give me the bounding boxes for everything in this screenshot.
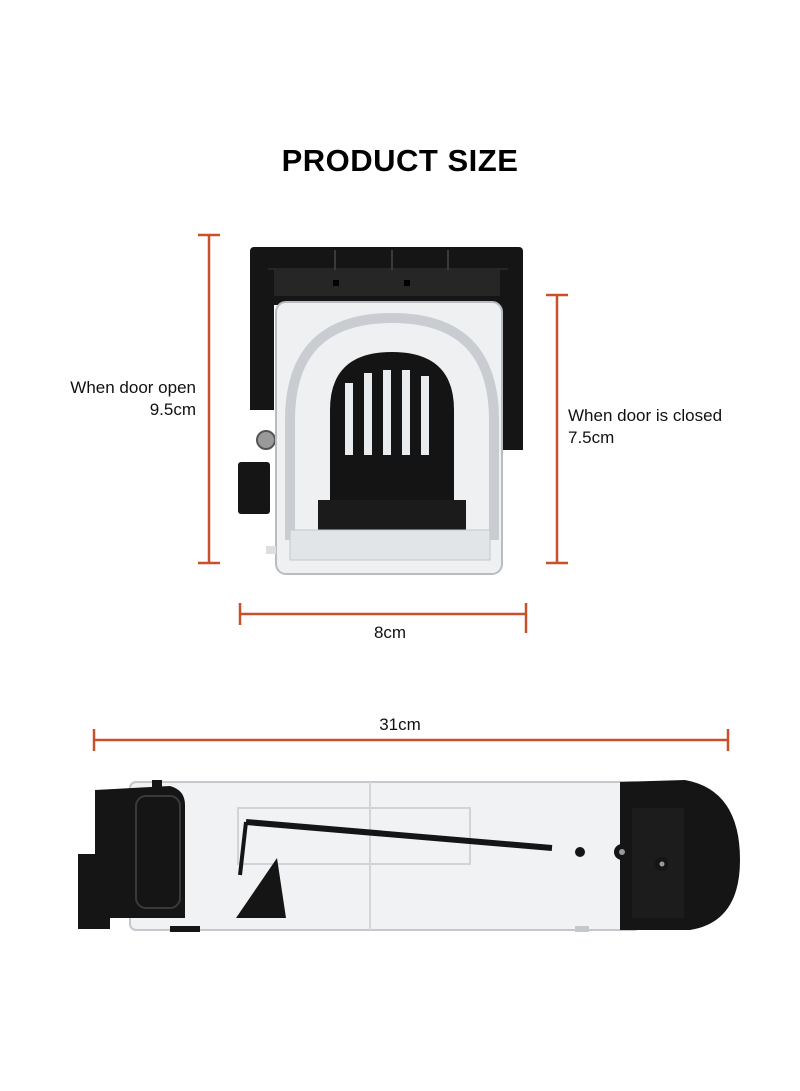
trap-front-view [238, 247, 523, 575]
door-closed-height-label: When door is closed 7.5cm [568, 405, 722, 449]
door-open-dimension-line [198, 233, 220, 565]
width-value-label: 8cm [373, 623, 407, 642]
door-open-value: 9.5cm [149, 400, 196, 419]
door-open-height-label: When door open 9.5cm [70, 377, 196, 421]
length-dimension-line [92, 729, 730, 751]
door-closed-dimension-line [546, 293, 568, 565]
door-closed-caption: When door is closed [568, 406, 723, 425]
product-size-title: PRODUCT SIZE [281, 143, 519, 178]
door-closed-value: 7.5cm [568, 428, 615, 447]
length-value-label: 31cm [379, 715, 421, 734]
door-open-caption: When door open [70, 378, 196, 397]
trap-side-view [78, 780, 740, 932]
width-dimension-line [238, 603, 528, 633]
